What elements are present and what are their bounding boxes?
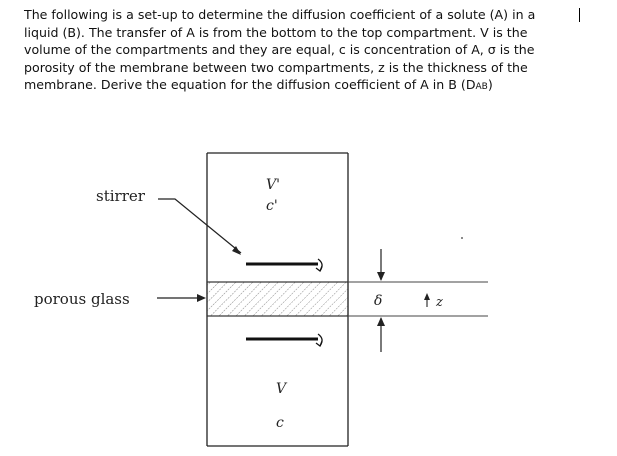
top-stirrer-arrowhead: [315, 265, 323, 272]
top-volume-label: V': [266, 177, 280, 193]
z-axis-label: z: [435, 295, 443, 310]
stirrer-leader-line: [158, 198, 242, 254]
porous-leader-arrowhead: [197, 294, 206, 302]
stirrer-leader-arrowhead: [232, 246, 241, 255]
text-cursor: [579, 8, 580, 22]
question-text: The following is a set-up to determine t…: [24, 6, 604, 97]
thickness-lower-arrowhead: [377, 317, 385, 326]
bottom-volume-label: V: [276, 381, 288, 397]
speck-dot: [461, 237, 463, 239]
thickness-upper-arrowhead: [377, 272, 385, 281]
porous-glass-label: porous glass: [34, 290, 130, 308]
question-line-4: porosity of the membrane between two com…: [24, 59, 528, 75]
bottom-conc-label: c: [276, 415, 284, 431]
top-stirrer-rotation-arrow: [317, 258, 323, 272]
question-line-1: The following is a set-up to determine t…: [24, 7, 536, 22]
thickness-symbol: δ: [374, 293, 382, 309]
dab-subscript: AB: [475, 82, 488, 92]
bottom-stirrer-rotation-arrow: [317, 333, 323, 347]
stirrer-label: stirrer: [96, 187, 146, 205]
question-line-5-text: membrane. Derive the equation for the di…: [24, 77, 476, 92]
bottom-stirrer-arrowhead: [315, 340, 323, 347]
porous-membrane: [206, 281, 349, 317]
z-axis-arrowhead: [424, 293, 430, 300]
question-line-3: volume of the compartments and they are …: [24, 42, 535, 57]
question-line-2: liquid (B). The transfer of A is from th…: [24, 24, 528, 40]
closing-paren: ): [487, 77, 493, 92]
question-line-5: membrane. Derive the equation for the di…: [24, 76, 604, 97]
top-conc-label: c': [266, 198, 278, 214]
